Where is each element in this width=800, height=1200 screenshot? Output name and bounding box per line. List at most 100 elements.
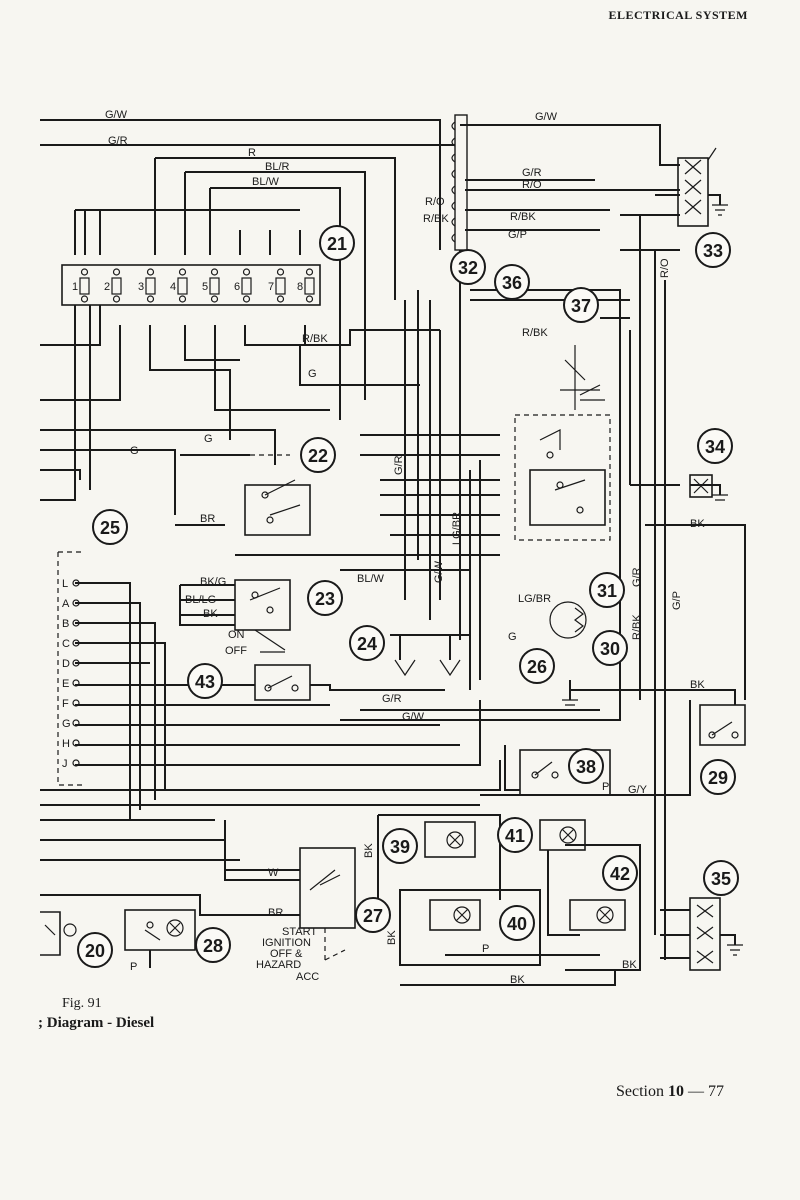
wire-label: G/W: [402, 711, 425, 723]
connector-letter: A: [62, 598, 70, 610]
wire-label: R: [248, 147, 256, 159]
callout-number: 21: [327, 234, 347, 254]
connector-pin: [451, 217, 456, 227]
wire-label: G: [130, 445, 139, 457]
component-callout: 25: [92, 509, 128, 545]
wire-labels: G/W G/R R BL/R BL/W G/W G/R R/O R/O R/BK…: [105, 109, 705, 986]
lamp-42: [400, 844, 641, 986]
component-callout: 24: [349, 625, 385, 661]
component-29-switch: [699, 704, 746, 746]
component-callouts: 2021222324252627282930313233343536373839…: [77, 225, 739, 968]
component-28: [124, 909, 196, 968]
callout-circle: [563, 287, 599, 323]
connector-pin: [72, 699, 80, 707]
switch-off-label: OFF: [225, 645, 247, 657]
connector-letter: F: [62, 698, 69, 710]
component-callout: 21: [319, 225, 355, 261]
wire-label: G/W: [535, 111, 558, 123]
callout-number: 42: [610, 864, 630, 884]
callout-number: 43: [195, 672, 215, 692]
wire-label: BK: [622, 959, 637, 971]
top-wires: [40, 119, 680, 420]
connector-pin: [72, 619, 80, 627]
fuse-terminal: [146, 268, 155, 276]
wire-label: G/W: [433, 560, 445, 583]
figure-title: ; Diagram - Diesel: [38, 1015, 155, 1031]
connector-pin: [451, 153, 456, 163]
component-callout: 33: [695, 232, 731, 268]
fuse-number: 7: [268, 281, 274, 293]
callout-number: 32: [458, 258, 478, 278]
wire-label: P: [602, 781, 609, 793]
ignition-off-label: OFF &: [270, 948, 303, 960]
fuse-terminal: [210, 268, 219, 276]
callout-number: 35: [711, 869, 731, 889]
wire-label: BK/G: [200, 576, 226, 588]
wire-label: G/R: [522, 167, 542, 179]
wire-label: BK: [510, 974, 525, 986]
callout-circle: [695, 232, 731, 268]
callout-circle: [499, 905, 535, 941]
callout-circle: [382, 828, 418, 864]
component-callout: 35: [703, 860, 739, 896]
connector-pin: [72, 759, 80, 767]
fuse-terminal: [305, 268, 314, 276]
component-22-switch: [244, 454, 311, 536]
wire-label: G/Y: [628, 784, 648, 796]
wire-label: BL/W: [252, 176, 280, 188]
fuse-terminal: [112, 268, 121, 276]
connector-letter: D: [62, 658, 70, 670]
callout-number: 33: [703, 241, 723, 261]
connector-pin: [451, 137, 456, 147]
fuse-number: 8: [297, 281, 303, 293]
callout-number: 29: [708, 768, 728, 788]
switch-on-label: ON: [228, 629, 245, 641]
connector-letter: H: [62, 738, 70, 750]
connector-pin: [451, 185, 456, 195]
callout-number: 23: [315, 589, 335, 609]
fuse-terminal: [305, 295, 314, 303]
callout-number: 31: [597, 581, 617, 601]
component-callout: 29: [700, 759, 736, 795]
callout-circle: [77, 932, 113, 968]
wire-label: G/R: [108, 135, 128, 147]
component-34-box: [689, 474, 713, 498]
wire-label: G: [204, 433, 213, 445]
wire-label: R/O: [659, 258, 671, 278]
fuse-terminal: [80, 268, 89, 276]
callout-circle: [602, 855, 638, 891]
page-ref-suffix: — 77: [684, 1083, 724, 1100]
wire-label: G/R: [631, 567, 643, 587]
fuse-element: [79, 277, 90, 295]
fuse-terminal: [276, 268, 285, 276]
wire-label: R/BK: [522, 327, 548, 339]
component-callout: 28: [195, 927, 231, 963]
fuse-terminal: [146, 295, 155, 303]
callout-circle: [519, 648, 555, 684]
ignition-ignition-label: IGNITION: [262, 937, 311, 949]
fuse-terminal: [178, 268, 187, 276]
callout-circle: [494, 264, 530, 300]
callout-circle: [319, 225, 355, 261]
callout-circle: [589, 572, 625, 608]
wire-label: BR: [268, 907, 283, 919]
wire-label: LG/BR: [518, 593, 551, 605]
wire-label: G/W: [105, 109, 128, 121]
fuse-number: 5: [202, 281, 208, 293]
wire-label: BK: [363, 843, 375, 858]
wire-label: R/BK: [302, 333, 328, 345]
component-callout: 20: [77, 932, 113, 968]
wire-label: LG/BR: [451, 512, 463, 545]
ignition-position-labels: START IGNITION OFF & HAZARD ACC: [256, 926, 319, 983]
connector-letter: G: [62, 718, 71, 730]
fuse-terminal: [112, 295, 121, 303]
fuse-number: 3: [138, 281, 144, 293]
component-callout: 26: [519, 648, 555, 684]
fuse-number: 2: [104, 281, 110, 293]
callout-number: 27: [363, 906, 383, 926]
wire-label: G: [508, 631, 517, 643]
fuse-number: 4: [170, 281, 176, 293]
fuse-element: [241, 277, 252, 295]
